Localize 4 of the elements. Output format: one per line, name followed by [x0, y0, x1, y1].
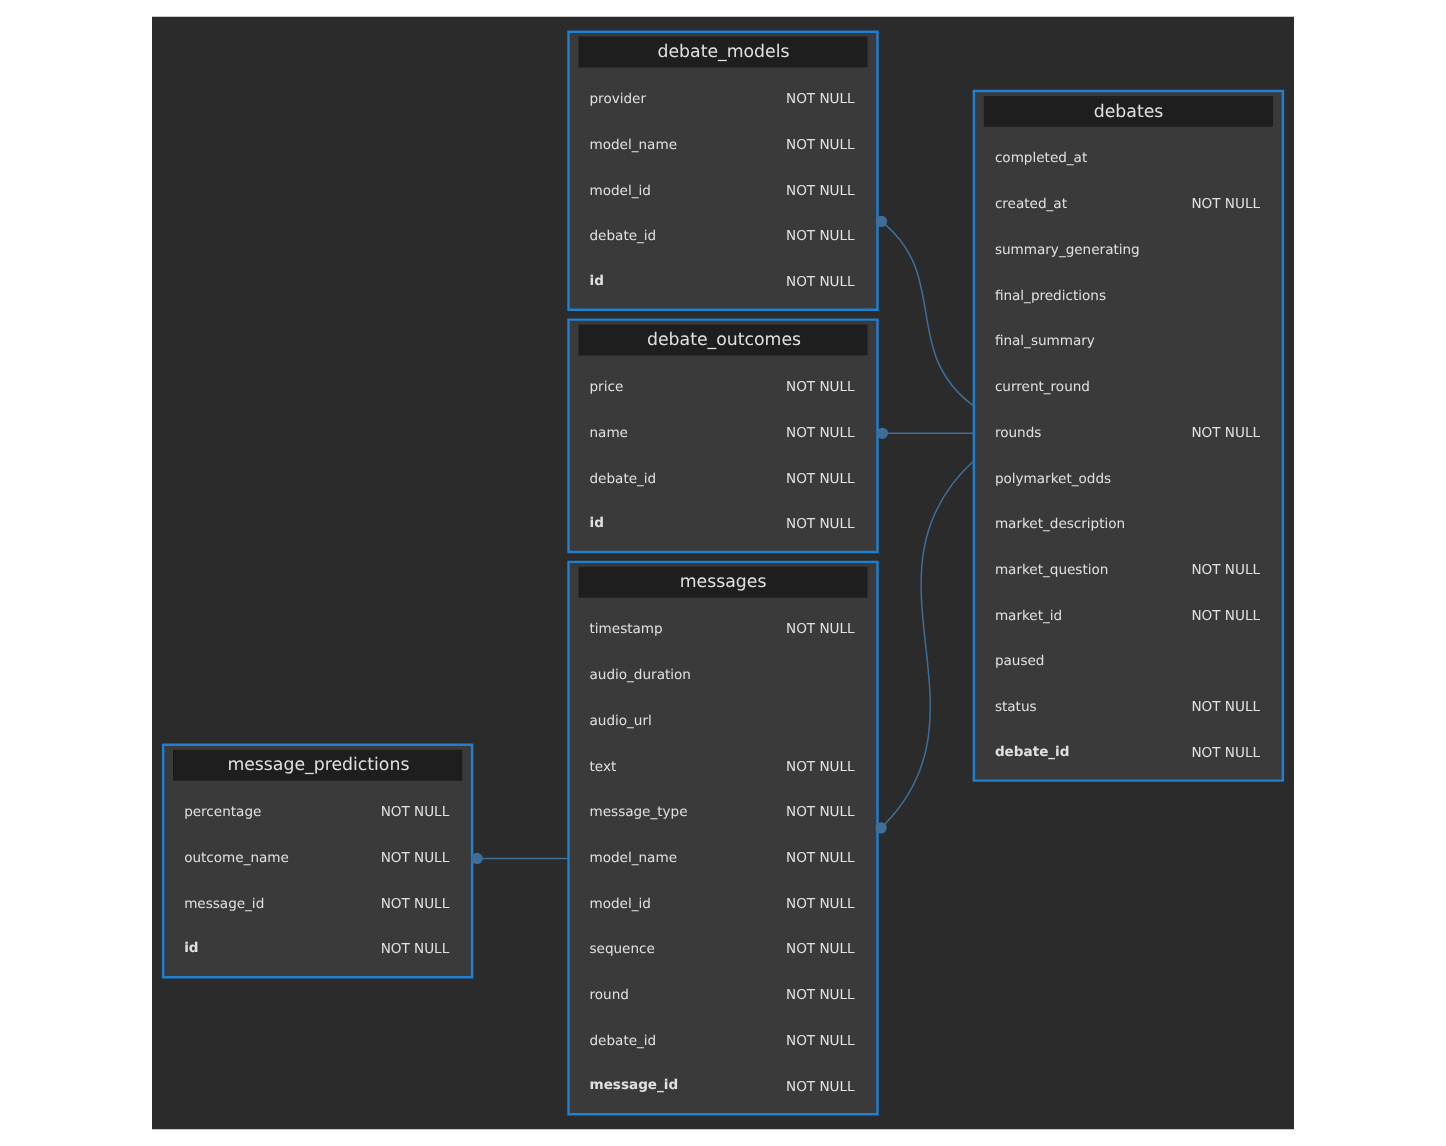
connector	[875, 215, 975, 407]
connector	[471, 852, 570, 865]
connector	[875, 459, 975, 834]
connector	[876, 427, 975, 439]
